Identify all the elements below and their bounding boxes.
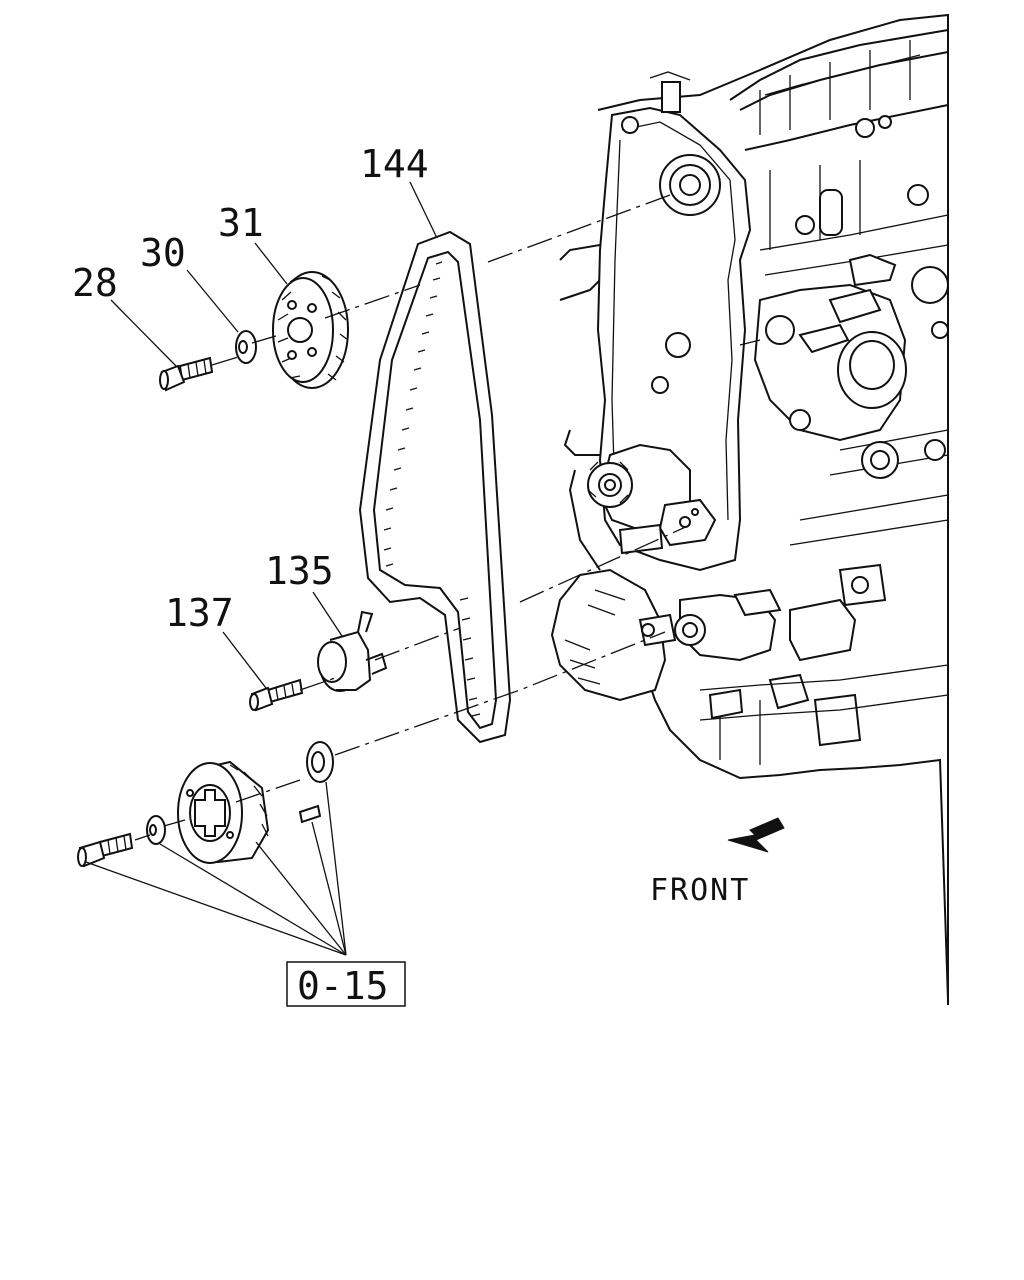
front-arrow-icon bbox=[727, 817, 785, 853]
tensioner-bolt bbox=[249, 678, 304, 712]
engine-block bbox=[550, 13, 949, 1005]
camshaft-bolt bbox=[159, 356, 214, 392]
crank-washer bbox=[306, 741, 334, 783]
label-144: 144 bbox=[360, 142, 429, 186]
front-label: FRONT bbox=[650, 873, 750, 908]
timing-belt bbox=[358, 230, 512, 744]
label-30: 30 bbox=[140, 231, 186, 275]
camshaft-pulley bbox=[272, 271, 349, 389]
label-0-15-box bbox=[286, 961, 406, 1007]
label-0-15: 0-15 bbox=[297, 964, 389, 1008]
label-137: 137 bbox=[165, 591, 234, 635]
crank-spacer bbox=[146, 815, 166, 845]
crank-bolt bbox=[77, 832, 134, 868]
washer bbox=[235, 330, 257, 364]
label-135: 135 bbox=[265, 549, 334, 593]
crank-key bbox=[298, 804, 322, 824]
label-28: 28 bbox=[72, 261, 118, 305]
label-31: 31 bbox=[218, 201, 264, 245]
crankshaft-pulley bbox=[177, 760, 270, 864]
leader-lines bbox=[85, 181, 438, 956]
phantom-lines bbox=[134, 194, 761, 841]
tensioner bbox=[317, 610, 388, 692]
